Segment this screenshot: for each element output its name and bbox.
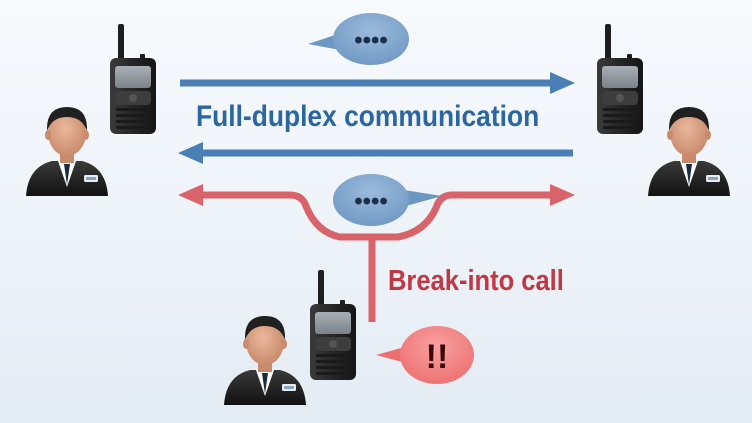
walkie-talkie-icon [110,24,156,134]
walkie-talkie-icon [310,270,356,380]
speech-bubble-alert-icon: !! [376,326,474,384]
speech-bubble-top-icon: •••• [308,13,409,65]
speech-bubble-alert-text: !! [426,338,449,376]
walkie-talkie-icon [597,24,643,134]
speech-bubble-top-text: •••• [354,27,388,54]
speech-bubble-middle-icon: •••• [333,174,442,226]
break-into-call-label: Break-into call [388,265,564,297]
arrow-break-into-red [200,191,552,322]
arrow-right-blue [180,72,575,94]
businessman-icon [648,107,730,196]
arrowhead-left-red [178,184,203,206]
businessman-icon [26,107,108,196]
speech-bubble-middle-text: •••• [354,188,388,215]
arrow-left-blue [178,142,573,164]
full-duplex-label: Full-duplex communication [196,100,540,133]
arrowhead-right-red [550,184,575,206]
businessman-icon [224,316,306,405]
